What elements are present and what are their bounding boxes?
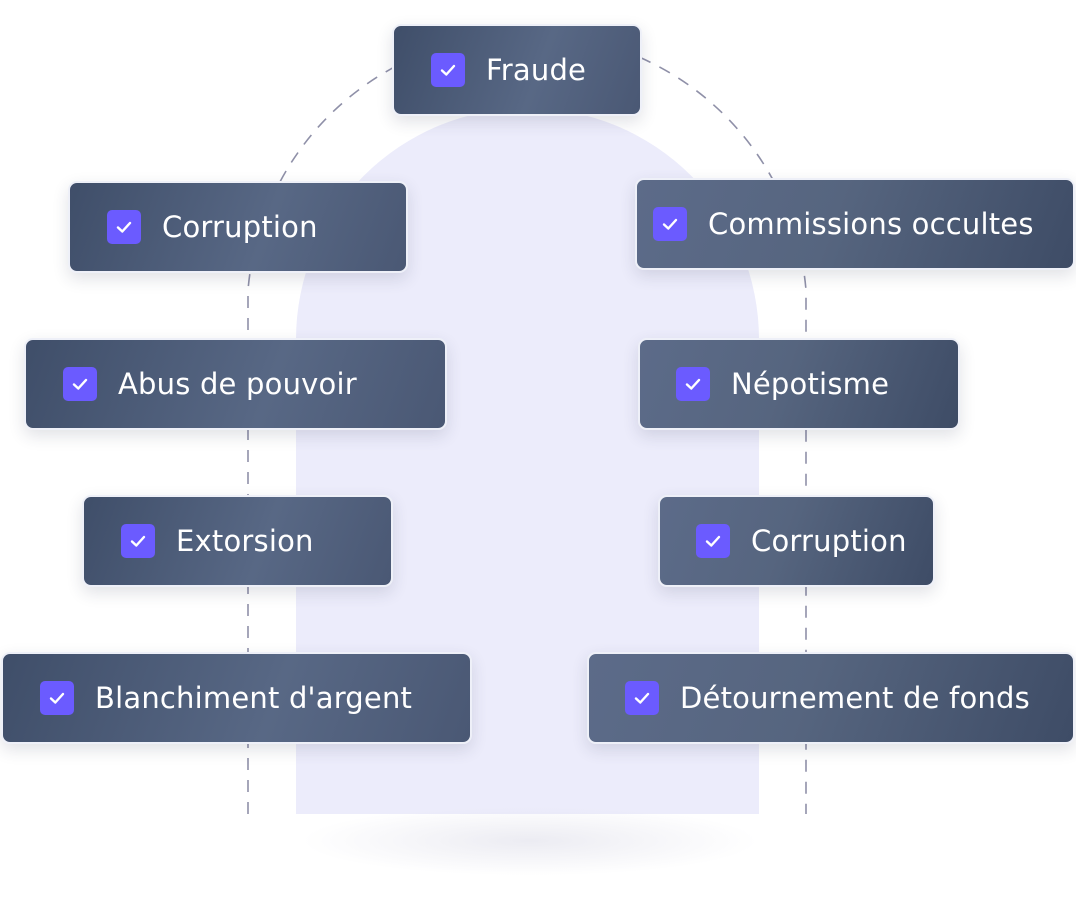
checkbox-checked-icon[interactable] — [121, 524, 155, 558]
tag-abus-de-pouvoir[interactable]: Abus de pouvoir — [24, 338, 447, 430]
tag-blanchiment-d-argent[interactable]: Blanchiment d'argent — [1, 652, 472, 744]
tag-label: Abus de pouvoir — [118, 367, 357, 401]
checkbox-checked-icon[interactable] — [431, 53, 465, 87]
tag-label: Népotisme — [731, 367, 890, 401]
tag-label: Extorsion — [176, 524, 314, 558]
tag-nepotisme[interactable]: Népotisme — [638, 338, 960, 430]
tag-label: Corruption — [162, 210, 318, 244]
tag-label: Blanchiment d'argent — [95, 681, 413, 715]
tag-label: Commissions occultes — [708, 207, 1034, 241]
dashed-arc-path — [247, 32, 807, 814]
checkbox-checked-icon[interactable] — [40, 681, 74, 715]
tag-extorsion[interactable]: Extorsion — [82, 495, 393, 587]
tag-label: Corruption — [751, 524, 907, 558]
checkbox-checked-icon[interactable] — [63, 367, 97, 401]
checkbox-checked-icon[interactable] — [696, 524, 730, 558]
tag-corruption-2[interactable]: Corruption — [658, 495, 935, 587]
tag-label: Fraude — [486, 53, 587, 87]
checkbox-checked-icon[interactable] — [625, 681, 659, 715]
checkbox-checked-icon[interactable] — [653, 207, 687, 241]
tag-label: Détournement de fonds — [680, 681, 1030, 715]
tag-corruption[interactable]: Corruption — [68, 181, 408, 273]
checkbox-checked-icon[interactable] — [107, 210, 141, 244]
checkbox-checked-icon[interactable] — [676, 367, 710, 401]
tag-fraude[interactable]: Fraude — [392, 24, 642, 116]
tag-detournement-de-fonds[interactable]: Détournement de fonds — [587, 652, 1075, 744]
background-shadow — [300, 806, 760, 876]
tag-commissions-occultes[interactable]: Commissions occultes — [635, 178, 1075, 270]
